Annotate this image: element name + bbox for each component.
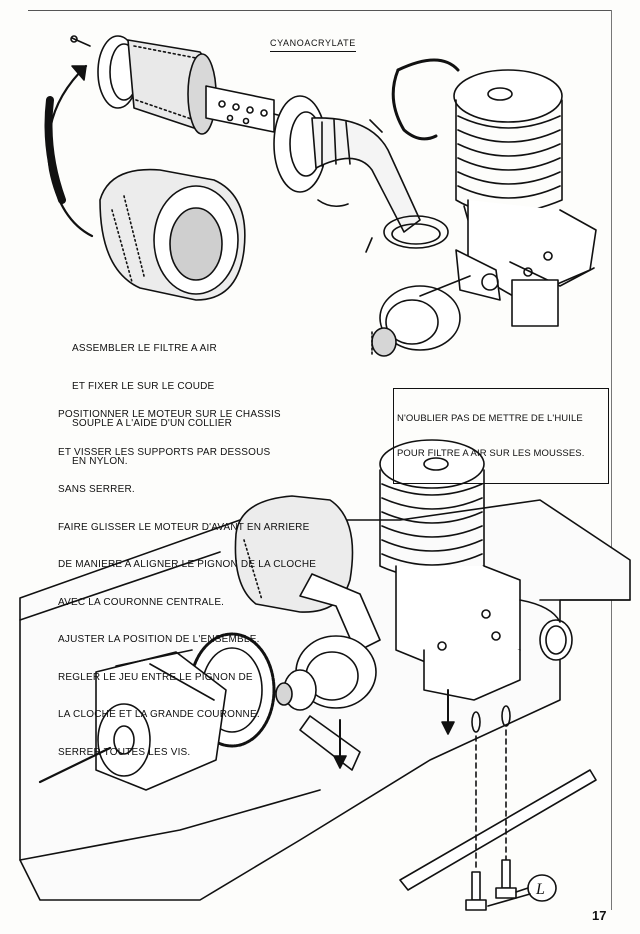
motor-instruction-line: REGLER LE JEU ENTRE LE PIGNON DE (58, 671, 253, 683)
motor-instruction-line: AJUSTER LA POSITION DE L'ENSEMBLE. (58, 634, 260, 645)
page-number: 17 (592, 908, 607, 923)
motor-instruction-line: DE MANIERE A ALIGNER LE PIGNON DE LA CLO… (58, 559, 317, 570)
engine-top-view (371, 69, 597, 357)
filter-instructions: ASSEMBLER LE FILTRE A AIR ET FIXER LE SU… (72, 318, 232, 493)
air-filter-exploded-view (44, 35, 469, 253)
page-border-right (611, 10, 612, 910)
oil-reminder-box: N'OUBLIER PAS DE METTRE DE L'HUILE POUR … (393, 388, 609, 484)
motor-instruction-line: SANS SERRER. (58, 484, 135, 495)
oil-reminder-line: POUR FILTRE A AIR SUR LES MOUSSES. (397, 447, 585, 459)
motor-instruction-line: AVEC LA COURONNE CENTRALE. (58, 596, 225, 608)
filter-instruction-line: ET FIXER LE SUR LE COUDE (72, 380, 215, 392)
screw-callout-letter: L (535, 881, 545, 898)
motor-instruction-line: LA CLOCHE ET LA GRANDE COURONNE. (58, 709, 260, 720)
filter-instruction-line: ASSEMBLER LE FILTRE A AIR (72, 343, 217, 354)
motor-instructions: POSITIONNER LE MOTEUR SUR LE CHASSIS ET … (58, 384, 316, 784)
page-border-top (28, 10, 612, 11)
motor-instruction-line: ET VISSER LES SUPPORTS PAR DESSOUS (58, 446, 271, 458)
motor-instruction-line: FAIRE GLISSER LE MOTEUR D'AVANT EN ARRIE… (58, 521, 310, 533)
filter-instruction-line: EN NYLON. (72, 455, 128, 467)
cyanoacrylate-label: CYANOACRYLATE (270, 37, 356, 52)
motor-instruction-line: SERRER TOUTES LES VIS. (58, 746, 191, 758)
filter-instruction-line: SOUPLE A L'AIDE D'UN COLLIER (72, 418, 233, 429)
motor-instruction-line: POSITIONNER LE MOTEUR SUR LE CHASSIS (58, 409, 281, 420)
oil-reminder-line: N'OUBLIER PAS DE METTRE DE L'HUILE (397, 413, 583, 424)
foam-filter-closeup (99, 168, 246, 301)
engine-on-chassis-view (19, 439, 631, 911)
